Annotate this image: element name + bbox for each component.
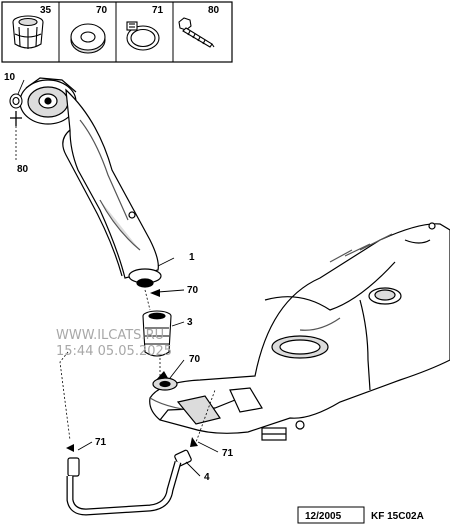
callout-71-right: 71 <box>222 448 234 459</box>
connecting-hose <box>66 449 192 516</box>
pre-filter <box>142 310 172 357</box>
callouts <box>17 79 219 477</box>
callout-1: 1 <box>189 252 195 263</box>
filler-screw <box>10 111 22 126</box>
callout-3: 3 <box>187 317 193 328</box>
filler-seal <box>9 93 23 109</box>
parts-panel: 35 70 71 80 <box>1 1 233 63</box>
panel-label-71: 71 <box>152 5 164 16</box>
fuel-tank <box>149 222 450 441</box>
panel-label-35: 35 <box>40 5 52 16</box>
watermark-site: WWW.ILCATS.RU <box>56 328 164 343</box>
callout-70-lower: 70 <box>189 354 201 365</box>
callout-71-left: 71 <box>95 437 107 448</box>
panel-label-70: 70 <box>96 5 108 16</box>
watermark-stamp: 15:44 05.05.2025 <box>56 344 172 359</box>
callout-arrowheads <box>66 289 198 452</box>
assembly-lines <box>59 351 216 446</box>
hose-clamp-icon <box>126 21 160 51</box>
screw-icon <box>178 17 215 48</box>
footer-date: 12/2005 <box>305 511 342 522</box>
callout-80: 80 <box>17 164 29 175</box>
filler-neck <box>19 77 162 288</box>
footer-code: KF 15C02A <box>371 511 424 522</box>
seal-washer-icon <box>70 23 106 54</box>
footer: 12/2005 KF 15C02A <box>297 506 424 524</box>
filler-cap-ring-icon <box>12 15 44 49</box>
panel-label-80: 80 <box>208 5 220 16</box>
callout-10: 10 <box>4 72 16 83</box>
callout-4: 4 <box>204 472 210 483</box>
callout-70-upper: 70 <box>187 285 199 296</box>
